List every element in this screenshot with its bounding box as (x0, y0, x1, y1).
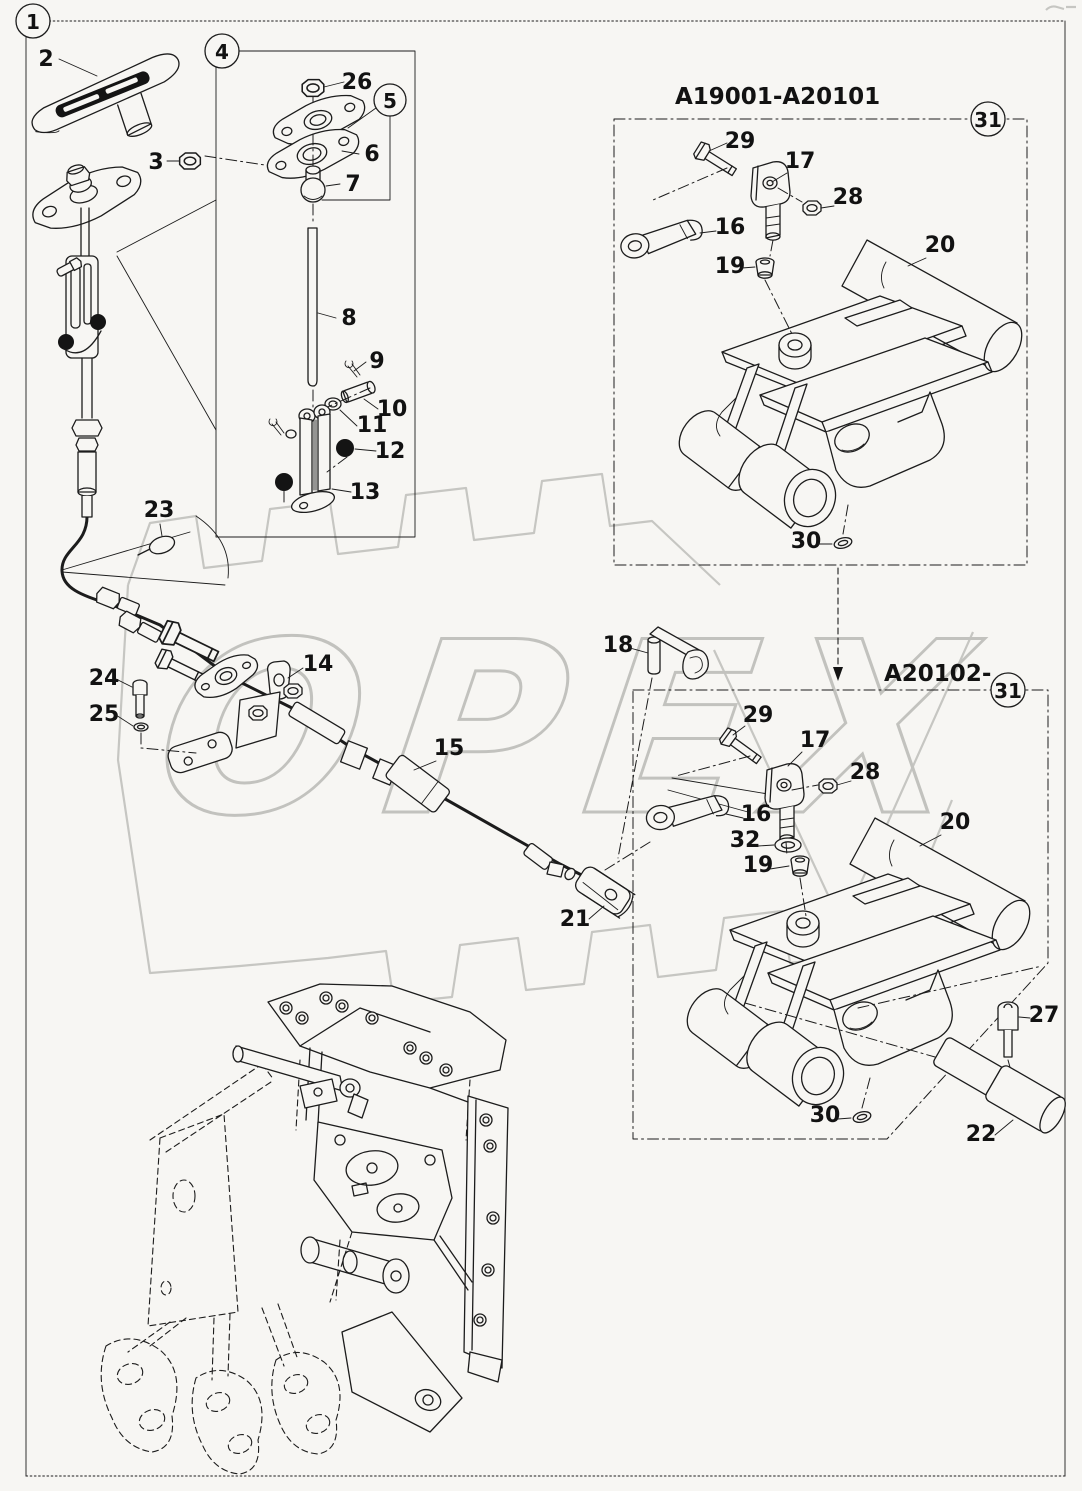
serial-range-bottom: A20102- (884, 661, 991, 687)
rod-8 (307, 227, 318, 387)
handle-2 (31, 53, 180, 137)
cable-flange (194, 654, 259, 698)
ball-bushing-7 (300, 165, 326, 203)
label-29-bottom: 29 (743, 703, 774, 728)
label-25: 25 (89, 702, 120, 727)
bolt-27 (997, 1001, 1019, 1058)
frame-ref-circle (15, 3, 51, 39)
label-22: 22 (966, 1122, 997, 1147)
knob-12b (275, 473, 293, 491)
label-12: 12 (375, 439, 406, 464)
handle-flange (32, 164, 142, 229)
scan-artifact (1045, 5, 1076, 11)
washer-25 (133, 722, 149, 732)
label-17-bottom: 17 (800, 728, 831, 753)
label-9: 9 (369, 349, 384, 374)
variant-box-top: A19001-A20101 31 29 17 28 16 19 20 30 (613, 84, 1031, 566)
watermark-text: OPEX (142, 592, 1008, 869)
label-27: 27 (1029, 1003, 1060, 1028)
control-cable: 23 14 24 25 15 21 (60, 498, 651, 932)
bracket-13 (268, 404, 336, 514)
label-28-top: 28 (833, 185, 864, 210)
crank-18: 18 (603, 626, 709, 859)
label-18: 18 (603, 633, 634, 658)
lever-column (56, 207, 106, 518)
label-20-top: 20 (925, 233, 956, 258)
label-19-top: 19 (715, 254, 746, 279)
bushing-19-bottom (790, 855, 810, 877)
label-20-bottom: 20 (940, 810, 971, 835)
nut-28-bottom (818, 778, 838, 794)
label-3: 3 (148, 150, 163, 175)
flange-plate-upper (272, 94, 366, 145)
clevis-21 (574, 866, 636, 919)
link-16-top (617, 217, 706, 261)
bolt-24 (132, 679, 148, 719)
clip-23 (137, 535, 176, 556)
nut-28-top (802, 200, 822, 216)
pin-10 (340, 380, 376, 404)
nut-26 (301, 78, 325, 98)
label-19-bottom: 19 (743, 853, 774, 878)
cable-casing (288, 701, 576, 881)
washer-32 (774, 837, 802, 853)
cotter-pin-9 (344, 360, 361, 378)
label-32: 32 (730, 828, 761, 853)
label-17-top: 17 (785, 149, 816, 174)
label-10: 10 (377, 397, 408, 422)
variant-ref-top: 31 (974, 108, 1002, 132)
variant-ref-circle-top (970, 101, 1006, 137)
variant-arrow (833, 567, 843, 681)
watermark: OPEX (116, 472, 1009, 1005)
label-8: 8 (341, 306, 356, 331)
detail-box-4: 4 (116, 33, 416, 538)
label-2: 2 (38, 47, 53, 72)
variant-box-bottom: A20102- 31 (632, 661, 1066, 1147)
bracket-14 (167, 660, 303, 774)
label-26: 26 (342, 70, 373, 95)
knob-12 (336, 439, 354, 457)
label-30-bottom: 30 (810, 1103, 841, 1128)
oring-30-top (832, 535, 854, 551)
washer-11 (324, 397, 342, 411)
detail-ref-circle-4 (204, 33, 240, 69)
label-14: 14 (303, 652, 334, 677)
label-21: 21 (560, 907, 591, 932)
frame-ref-number: 1 (26, 10, 40, 34)
label-11: 11 (357, 413, 388, 438)
label-16-top: 16 (715, 215, 746, 240)
cable-ferrule-a (96, 586, 140, 616)
lock-handle-assembly: 2 3 (31, 47, 299, 518)
serial-range-top: A19001-A20101 (675, 84, 880, 110)
support-20-top (670, 239, 1031, 535)
label-29-top: 29 (725, 129, 756, 154)
page-frame: 1 (15, 3, 1076, 1477)
nut-3 (178, 152, 202, 170)
detail-ref-4: 4 (215, 40, 229, 64)
label-13: 13 (350, 480, 381, 505)
watermark-gear-outline (126, 472, 721, 586)
bushing-19-top (755, 257, 775, 279)
variant-ref-circle-bottom (990, 672, 1026, 708)
pin-22 (933, 1037, 1066, 1134)
label-16-bottom: 16 (741, 802, 772, 827)
label-30-top: 30 (791, 529, 822, 554)
hitch-assembly (100, 983, 509, 1475)
label-7: 7 (345, 172, 360, 197)
hitch-bolts (279, 991, 500, 1327)
label-6: 6 (364, 142, 379, 167)
label-28-bottom: 28 (850, 760, 881, 785)
label-24: 24 (89, 666, 120, 691)
variant-ref-bottom: 31 (994, 679, 1022, 703)
oring-30-bottom (851, 1109, 873, 1125)
detail-ref-5: 5 (383, 89, 397, 113)
cable-ferrule-b (118, 610, 162, 643)
label-23: 23 (144, 498, 175, 523)
label-15: 15 (434, 736, 465, 761)
